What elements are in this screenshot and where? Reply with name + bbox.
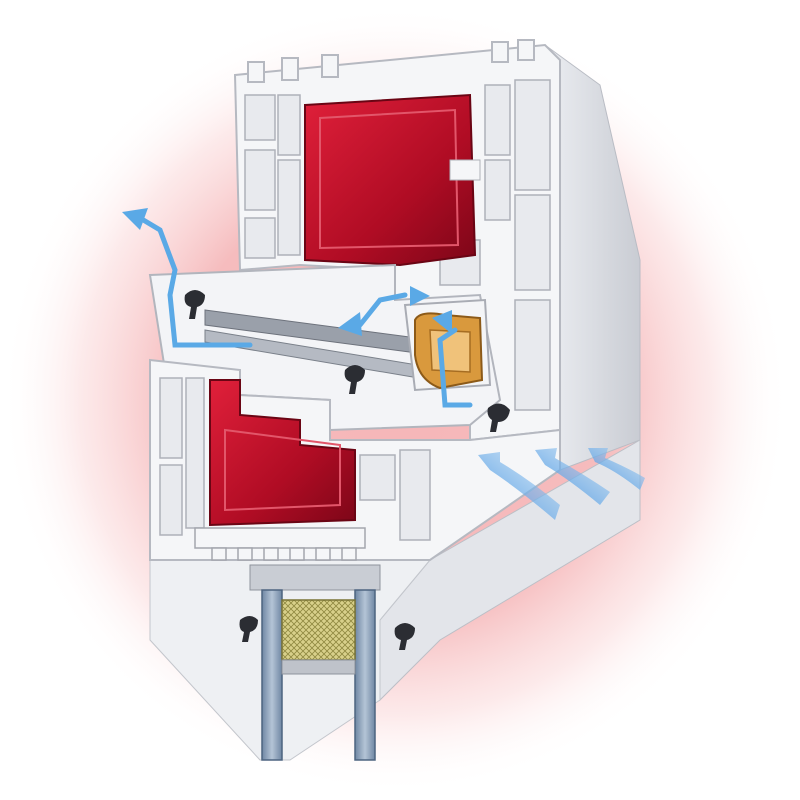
intake-arrow-2 <box>535 448 610 505</box>
steel-inner-edge <box>319 108 460 250</box>
glass-pane-left <box>261 589 283 761</box>
steel-clip <box>449 159 481 181</box>
glass-spacer-top <box>249 564 381 591</box>
lower-chambers <box>159 377 431 541</box>
glass-spacer-mesh <box>281 599 356 661</box>
lower-steel-inner-edge <box>224 428 341 512</box>
glass-spacer-bottom <box>281 659 356 675</box>
upper-steel-reinforcement <box>304 93 477 267</box>
airflow-arrowheads <box>122 208 452 336</box>
airflow-arrow-icon <box>137 215 473 408</box>
intake-arrow-3 <box>588 448 645 490</box>
upper-chambers <box>244 79 551 411</box>
glass-pane-right <box>354 589 376 761</box>
top-ridges <box>247 39 535 83</box>
gasket-icon <box>184 290 510 650</box>
bottom-teeth <box>194 527 366 561</box>
intake-arrows <box>478 448 645 520</box>
intake-arrow-1 <box>478 452 560 520</box>
lower-steel-reinforcement <box>209 379 356 527</box>
